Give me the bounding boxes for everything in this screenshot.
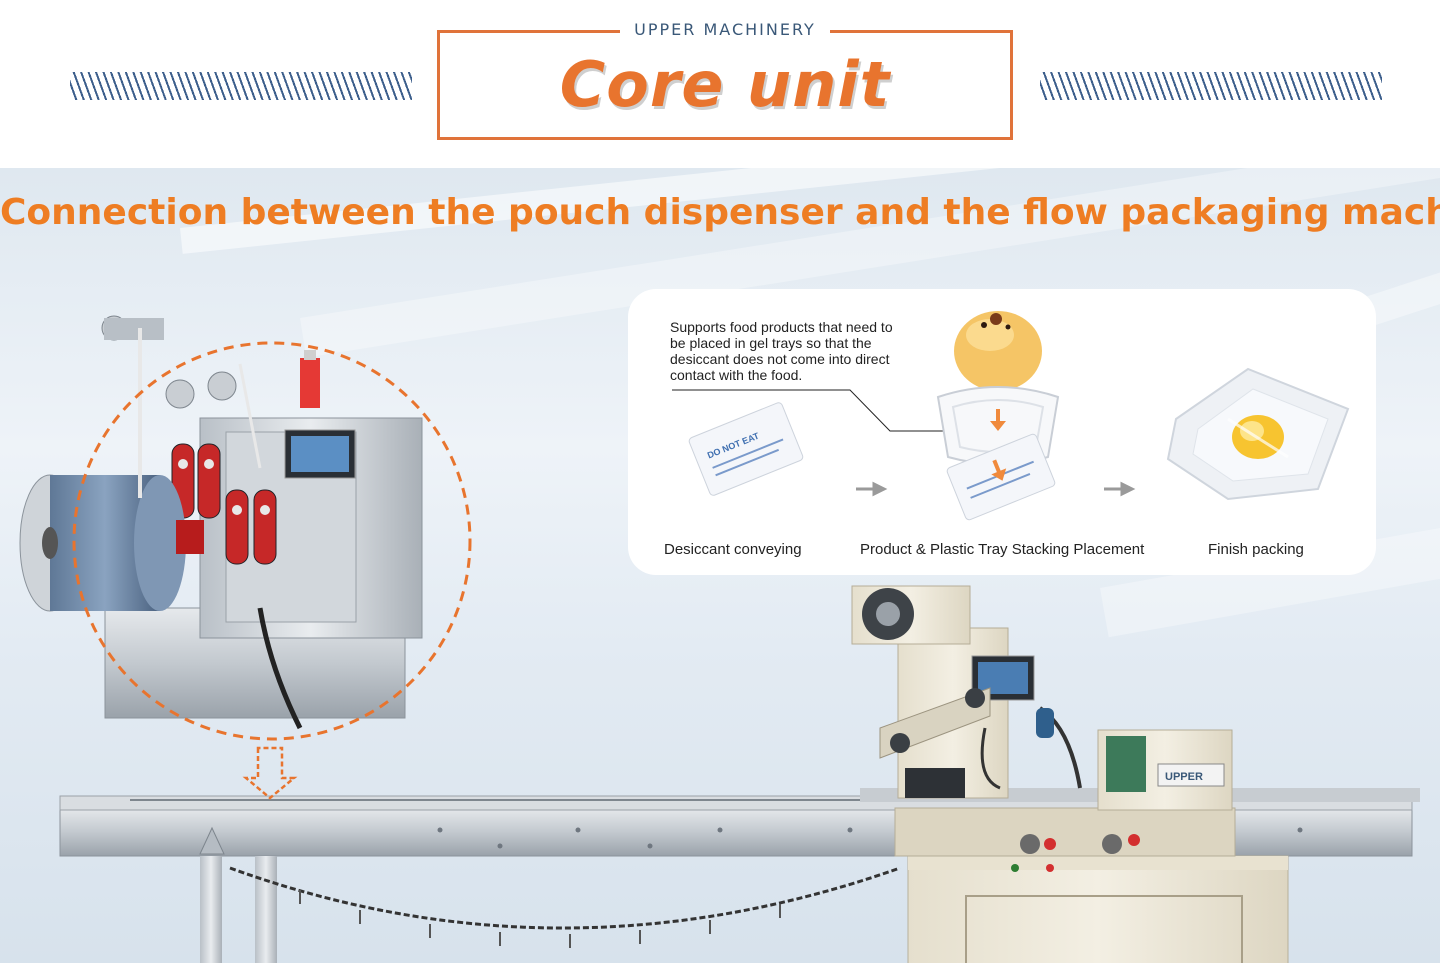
process-illustrations: DO NOT EAT [672, 311, 1350, 521]
machine-logo: UPPER [1165, 771, 1203, 783]
down-arrow-icon [242, 746, 298, 800]
dispenser-highlight-circle [72, 341, 472, 741]
header-band: UPPER MACHINERY Core unit [0, 0, 1440, 168]
page-title: Core unit [559, 48, 891, 121]
right-arrow-icon [1104, 481, 1136, 497]
scene-background: Connection between the pouch dispenser a… [0, 168, 1440, 963]
brand-label-wrap: UPPER MACHINERY [440, 20, 1010, 39]
step-label-desiccant: Desiccant conveying [664, 541, 802, 558]
subtitle: Connection between the pouch dispenser a… [0, 192, 1440, 233]
desiccant-packet-icon: DO NOT EAT [688, 402, 804, 496]
desiccant-packet-icon [946, 433, 1056, 521]
food-product-icon [954, 311, 1042, 391]
hatch-decoration-left [70, 72, 412, 100]
step-label-stacking: Product & Plastic Tray Stacking Placemen… [860, 541, 1145, 558]
process-card: Supports food products that need to be p… [628, 289, 1376, 575]
machine-illustration: UPPER [19, 315, 1420, 963]
right-arrow-icon [856, 481, 888, 497]
step-label-finish: Finish packing [1208, 541, 1304, 558]
brand-label: UPPER MACHINERY [620, 20, 830, 39]
hatch-decoration-right [1040, 72, 1382, 100]
title-frame: UPPER MACHINERY [437, 20, 1013, 140]
tray-note: Supports food products that need to be p… [670, 319, 893, 383]
finished-package-icon [1166, 367, 1350, 501]
pouch-dispenser [19, 315, 423, 730]
flow-packaging-machine: UPPER [851, 585, 1289, 963]
